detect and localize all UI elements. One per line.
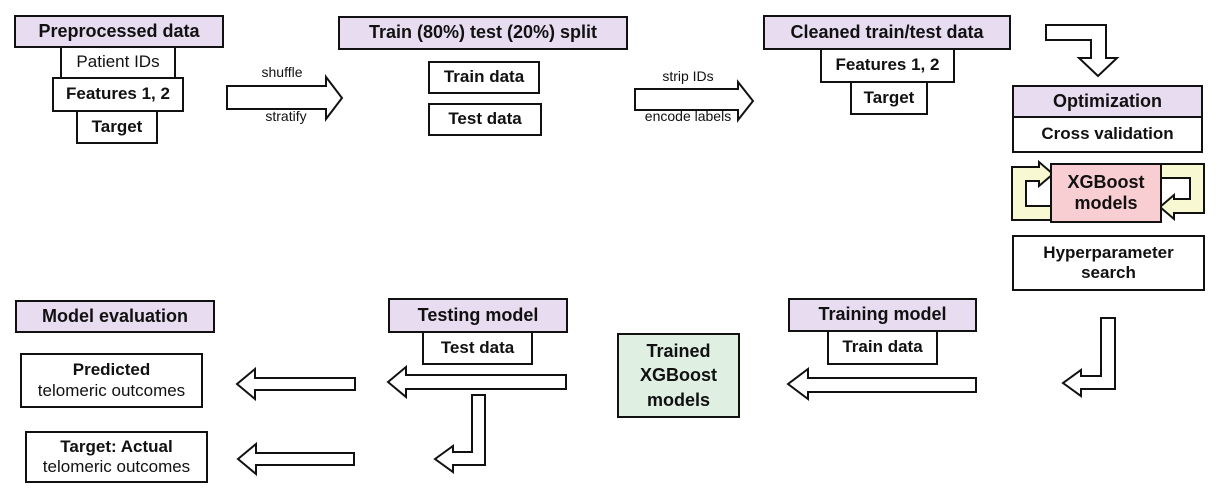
arrow-training-to-trained — [786, 367, 977, 401]
hyperparameter-line2: search — [1081, 263, 1136, 282]
strip-encode-right-arrow — [634, 79, 755, 123]
target-actual-outcomes-box: Target: Actual telomeric outcomes — [25, 431, 208, 483]
arrow-to-predicted — [235, 366, 356, 402]
elbow-arrow-to-training — [1061, 317, 1116, 398]
trained-line2: XGBoost — [639, 365, 717, 386]
training-train-data-box: Train data — [827, 330, 938, 365]
xgboost-models-line1: XGBoost — [1067, 171, 1145, 192]
model-evaluation-header: Model evaluation — [15, 300, 215, 333]
split-test-data-box: Test data — [428, 103, 542, 136]
cleaned-target-box: Target — [850, 81, 928, 115]
preprocessed-features-box: Features 1, 2 — [52, 77, 184, 112]
testing-model-header: Testing model — [388, 298, 568, 333]
predicted-line2: telomeric outcomes — [37, 380, 186, 400]
actual-line1: Target: Actual — [60, 436, 173, 456]
preprocessed-target-box: Target — [76, 110, 158, 144]
trained-xgboost-models-box: Trained XGBoost models — [617, 333, 740, 418]
xgboost-models-line2: models — [1074, 193, 1138, 213]
predicted-line1: Predicted — [72, 360, 151, 380]
xgboost-models-box: XGBoost models — [1050, 163, 1162, 223]
strip-ids-label: strip IDs — [662, 68, 714, 84]
testing-test-data-box: Test data — [422, 331, 533, 365]
actual-line2: telomeric outcomes — [42, 457, 191, 476]
train-test-split-header: Train (80%) test (20%) split — [338, 16, 628, 50]
hyperparameter-search-box: Hyperparameter search — [1012, 235, 1205, 291]
arrow-to-actual — [236, 441, 355, 477]
cleaned-data-header: Cleaned train/test data — [763, 15, 1011, 50]
patient-ids-box: Patient IDs — [60, 46, 176, 79]
encode-labels-label: encode labels — [644, 108, 732, 124]
trained-line1: Trained — [646, 341, 711, 362]
predicted-outcomes-box: Predicted telomeric outcomes — [20, 353, 203, 408]
cross-validation-box: Cross validation — [1012, 116, 1203, 153]
shuffle-label: shuffle — [261, 64, 303, 80]
elbow-arrow-to-actual — [433, 394, 486, 474]
arrow-trained-to-testing — [386, 364, 567, 400]
preprocessed-data-header: Preprocessed data — [14, 15, 224, 48]
cleaned-features-box: Features 1, 2 — [820, 48, 955, 83]
optimization-header: Optimization — [1012, 85, 1203, 118]
hyperparameter-line1: Hyperparameter — [1043, 242, 1174, 262]
training-model-header: Training model — [788, 298, 977, 332]
stratify-label: stratify — [265, 108, 307, 124]
shuffle-stratify-right-arrow — [226, 74, 344, 122]
trained-line3: models — [646, 389, 711, 410]
split-train-data-box: Train data — [428, 61, 540, 94]
loop-arrow-right — [1158, 163, 1205, 222]
elbow-arrow-to-optimization — [1045, 24, 1120, 78]
